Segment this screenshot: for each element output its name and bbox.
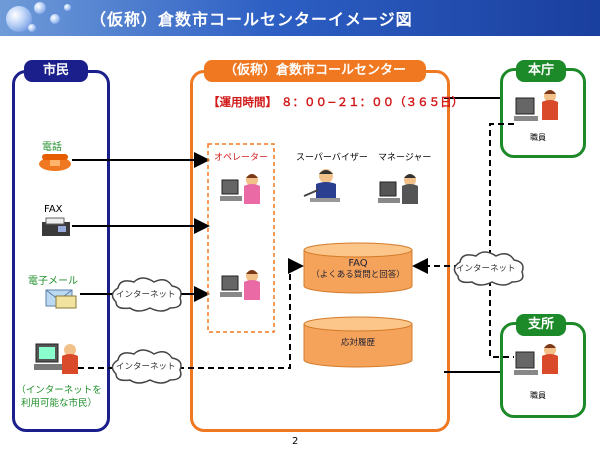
page-title: （仮称）倉数市コールセンターイメージ図 [90, 10, 413, 29]
web-arrow [78, 258, 304, 369]
city-hall-staff-icon [514, 90, 558, 121]
branch-staff-icon [514, 344, 558, 375]
web-cloud-icon [111, 349, 182, 384]
email-cloud-label: インターネット [116, 290, 176, 300]
operating-hours: 【運用時間】 ８：００−２１：００（３６５日） [208, 95, 464, 109]
city-hall-staff-label: 職員 [530, 133, 546, 142]
email-label: 電子メール [28, 276, 78, 287]
title-bar [0, 0, 600, 36]
staff-cloud-icon [453, 251, 524, 286]
fax-label: FAX [44, 204, 63, 215]
email-cloud-icon [111, 277, 182, 312]
internet-citizen-label: （インターネットを 利用可能な市民） [16, 385, 102, 409]
decorative-bubble-icon [50, 14, 60, 24]
staff-dashed-line [489, 123, 514, 358]
faq-subtitle: （よくある質問と回答） [311, 270, 405, 280]
web-cloud-label: インターネット [116, 362, 176, 372]
faq-database-icon [303, 242, 413, 294]
computer-user-icon [34, 343, 78, 374]
operator-2-icon [220, 270, 260, 300]
fax-icon [42, 217, 70, 236]
branch-header: 支所 [516, 314, 566, 336]
citizen-header: 市民 [24, 60, 88, 82]
telephone-icon [39, 154, 71, 171]
supervisor-label: スーパーバイザー [296, 153, 368, 163]
decorative-bubble-icon [28, 24, 36, 32]
call-center-header: （仮称）倉数市コールセンター [204, 60, 426, 82]
page-number: 2 [292, 436, 299, 447]
operator-1-icon [220, 174, 260, 204]
supervisor-icon [303, 169, 340, 202]
manager-label: マネージャー [378, 153, 432, 163]
manager-icon [378, 174, 418, 204]
decorative-bubble-icon [6, 6, 32, 32]
city-hall-header: 本庁 [516, 60, 566, 82]
staff-cloud-label: インターネット [456, 264, 516, 274]
phone-label: 電話 [42, 142, 62, 153]
decorative-bubble-icon [34, 2, 46, 14]
operator-label: オペレーター [214, 153, 269, 163]
email-icon [45, 289, 77, 309]
branch-staff-label: 職員 [530, 391, 546, 400]
operator-frame [207, 143, 275, 333]
history-label: 応対履歴 [340, 338, 375, 348]
history-database-icon [303, 316, 413, 368]
decorative-bubble-icon [64, 4, 71, 11]
faq-title: FAQ [348, 258, 368, 269]
